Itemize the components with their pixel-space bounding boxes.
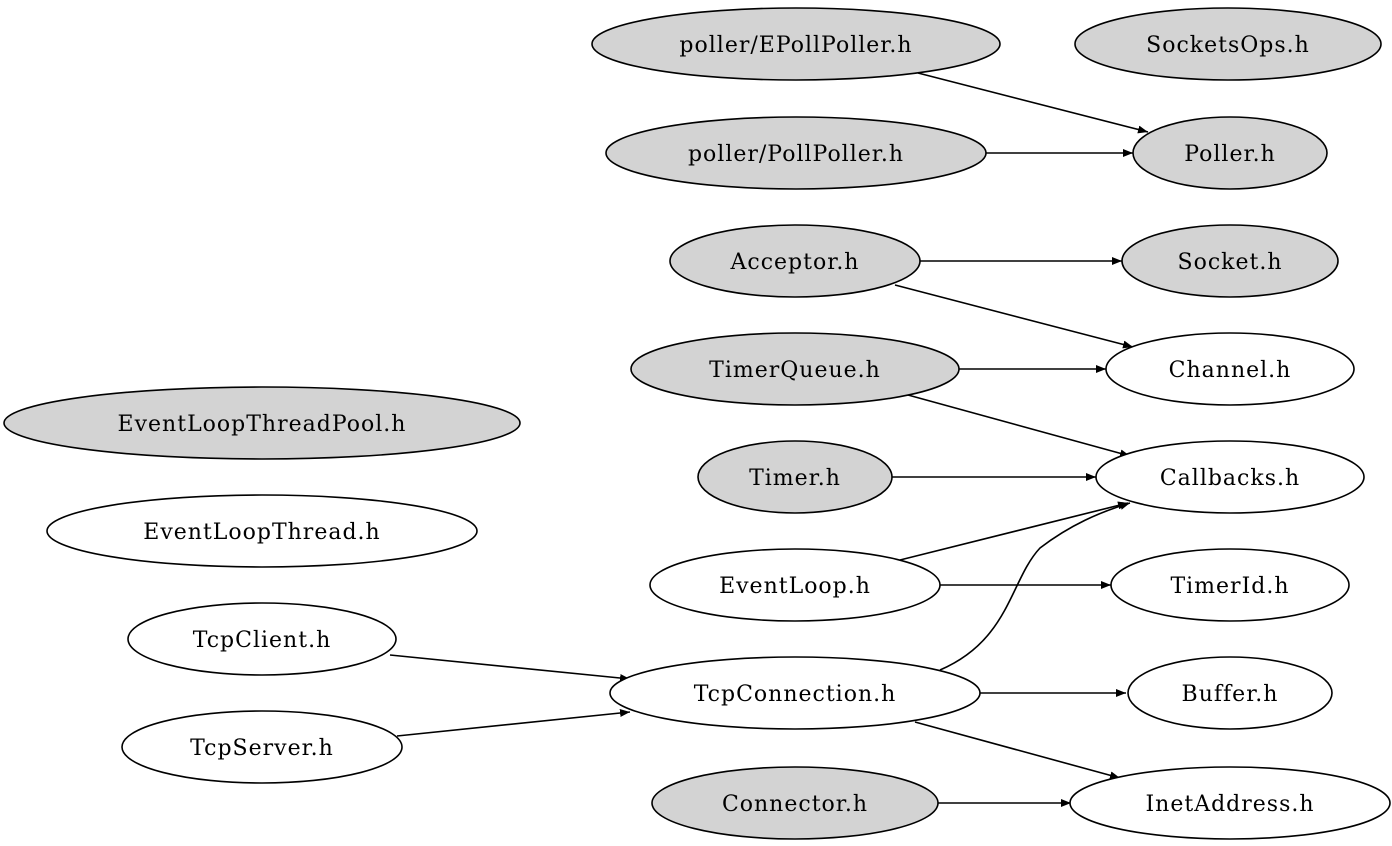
node-label: TimerId.h bbox=[1170, 574, 1289, 599]
node-label: Callbacks.h bbox=[1160, 466, 1300, 491]
node-shape bbox=[127, 602, 397, 676]
edge-tcpconnection-to-callbacks bbox=[939, 502, 1131, 671]
node-shape bbox=[605, 116, 987, 190]
node-poller[interactable]: Poller.h bbox=[1132, 116, 1328, 190]
node-tcpclient[interactable]: TcpClient.h bbox=[127, 602, 397, 676]
node-callbacks[interactable]: Callbacks.h bbox=[1095, 440, 1365, 514]
node-label: EventLoop.h bbox=[719, 574, 871, 599]
node-label: Timer.h bbox=[749, 466, 841, 491]
node-shape bbox=[669, 224, 921, 298]
edge-tcpserver-to-tcpconnection bbox=[396, 709, 631, 737]
node-shape bbox=[651, 766, 939, 840]
node-shape bbox=[1095, 440, 1365, 514]
node-shape bbox=[1121, 224, 1339, 298]
node-label: TcpConnection.h bbox=[694, 682, 897, 707]
node-label: TcpClient.h bbox=[193, 628, 331, 653]
node-shape bbox=[1127, 656, 1333, 730]
node-socket[interactable]: Socket.h bbox=[1121, 224, 1339, 298]
edges bbox=[389, 72, 1149, 807]
edge-tcpconnection-to-inetaddress bbox=[914, 721, 1121, 780]
node-eventloopthread[interactable]: EventLoopThread.h bbox=[46, 494, 478, 568]
node-label: poller/EPollPoller.h bbox=[679, 33, 912, 58]
node-shape bbox=[121, 710, 403, 784]
node-tcpconnection[interactable]: TcpConnection.h bbox=[609, 656, 981, 730]
node-timer[interactable]: Timer.h bbox=[697, 440, 893, 514]
node-shape bbox=[1132, 116, 1328, 190]
nodes: poller/EPollPoller.h SocketsOps.h poller… bbox=[3, 7, 1391, 840]
node-shape bbox=[1074, 7, 1382, 81]
node-label: TimerQueue.h bbox=[709, 358, 881, 383]
node-label: SocketsOps.h bbox=[1146, 33, 1310, 58]
node-shape bbox=[1105, 332, 1355, 406]
node-label: EventLoopThread.h bbox=[143, 520, 380, 545]
node-tcpserver[interactable]: TcpServer.h bbox=[121, 710, 403, 784]
edge-tcpclient-to-tcpconnection bbox=[389, 654, 631, 682]
node-epollpoller[interactable]: poller/EPollPoller.h bbox=[591, 7, 1001, 81]
node-eventloopthreadpool[interactable]: EventLoopThreadPool.h bbox=[3, 386, 521, 460]
node-shape bbox=[1110, 548, 1350, 622]
edge-eventloop-to-callbacks bbox=[899, 501, 1129, 561]
node-label: Socket.h bbox=[1178, 250, 1283, 275]
node-shape bbox=[3, 386, 521, 460]
node-connector[interactable]: Connector.h bbox=[651, 766, 939, 840]
node-shape bbox=[1069, 766, 1391, 840]
edge-epollpoller-to-poller bbox=[917, 72, 1149, 134]
node-label: Channel.h bbox=[1169, 358, 1292, 383]
node-label: Buffer.h bbox=[1182, 682, 1279, 707]
node-timerqueue[interactable]: TimerQueue.h bbox=[630, 332, 960, 406]
node-shape bbox=[697, 440, 893, 514]
node-channel[interactable]: Channel.h bbox=[1105, 332, 1355, 406]
node-label: Poller.h bbox=[1184, 142, 1276, 167]
node-pollpoller[interactable]: poller/PollPoller.h bbox=[605, 116, 987, 190]
node-shape bbox=[649, 548, 941, 622]
node-label: poller/PollPoller.h bbox=[688, 142, 904, 167]
node-inetaddress[interactable]: InetAddress.h bbox=[1069, 766, 1391, 840]
edge-timerqueue-to-callbacks bbox=[907, 394, 1131, 458]
node-shape bbox=[46, 494, 478, 568]
node-socketsops[interactable]: SocketsOps.h bbox=[1074, 7, 1382, 81]
node-label: Acceptor.h bbox=[730, 250, 860, 275]
node-eventloop[interactable]: EventLoop.h bbox=[649, 548, 941, 622]
node-label: TcpServer.h bbox=[190, 736, 334, 761]
node-acceptor[interactable]: Acceptor.h bbox=[669, 224, 921, 298]
node-label: Connector.h bbox=[722, 792, 868, 817]
node-label: EventLoopThreadPool.h bbox=[118, 412, 407, 437]
node-shape bbox=[609, 656, 981, 730]
edge-acceptor-to-channel bbox=[894, 284, 1134, 349]
node-buffer[interactable]: Buffer.h bbox=[1127, 656, 1333, 730]
node-timerid[interactable]: TimerId.h bbox=[1110, 548, 1350, 622]
node-label: InetAddress.h bbox=[1145, 792, 1314, 817]
node-shape bbox=[630, 332, 960, 406]
node-shape bbox=[591, 7, 1001, 81]
